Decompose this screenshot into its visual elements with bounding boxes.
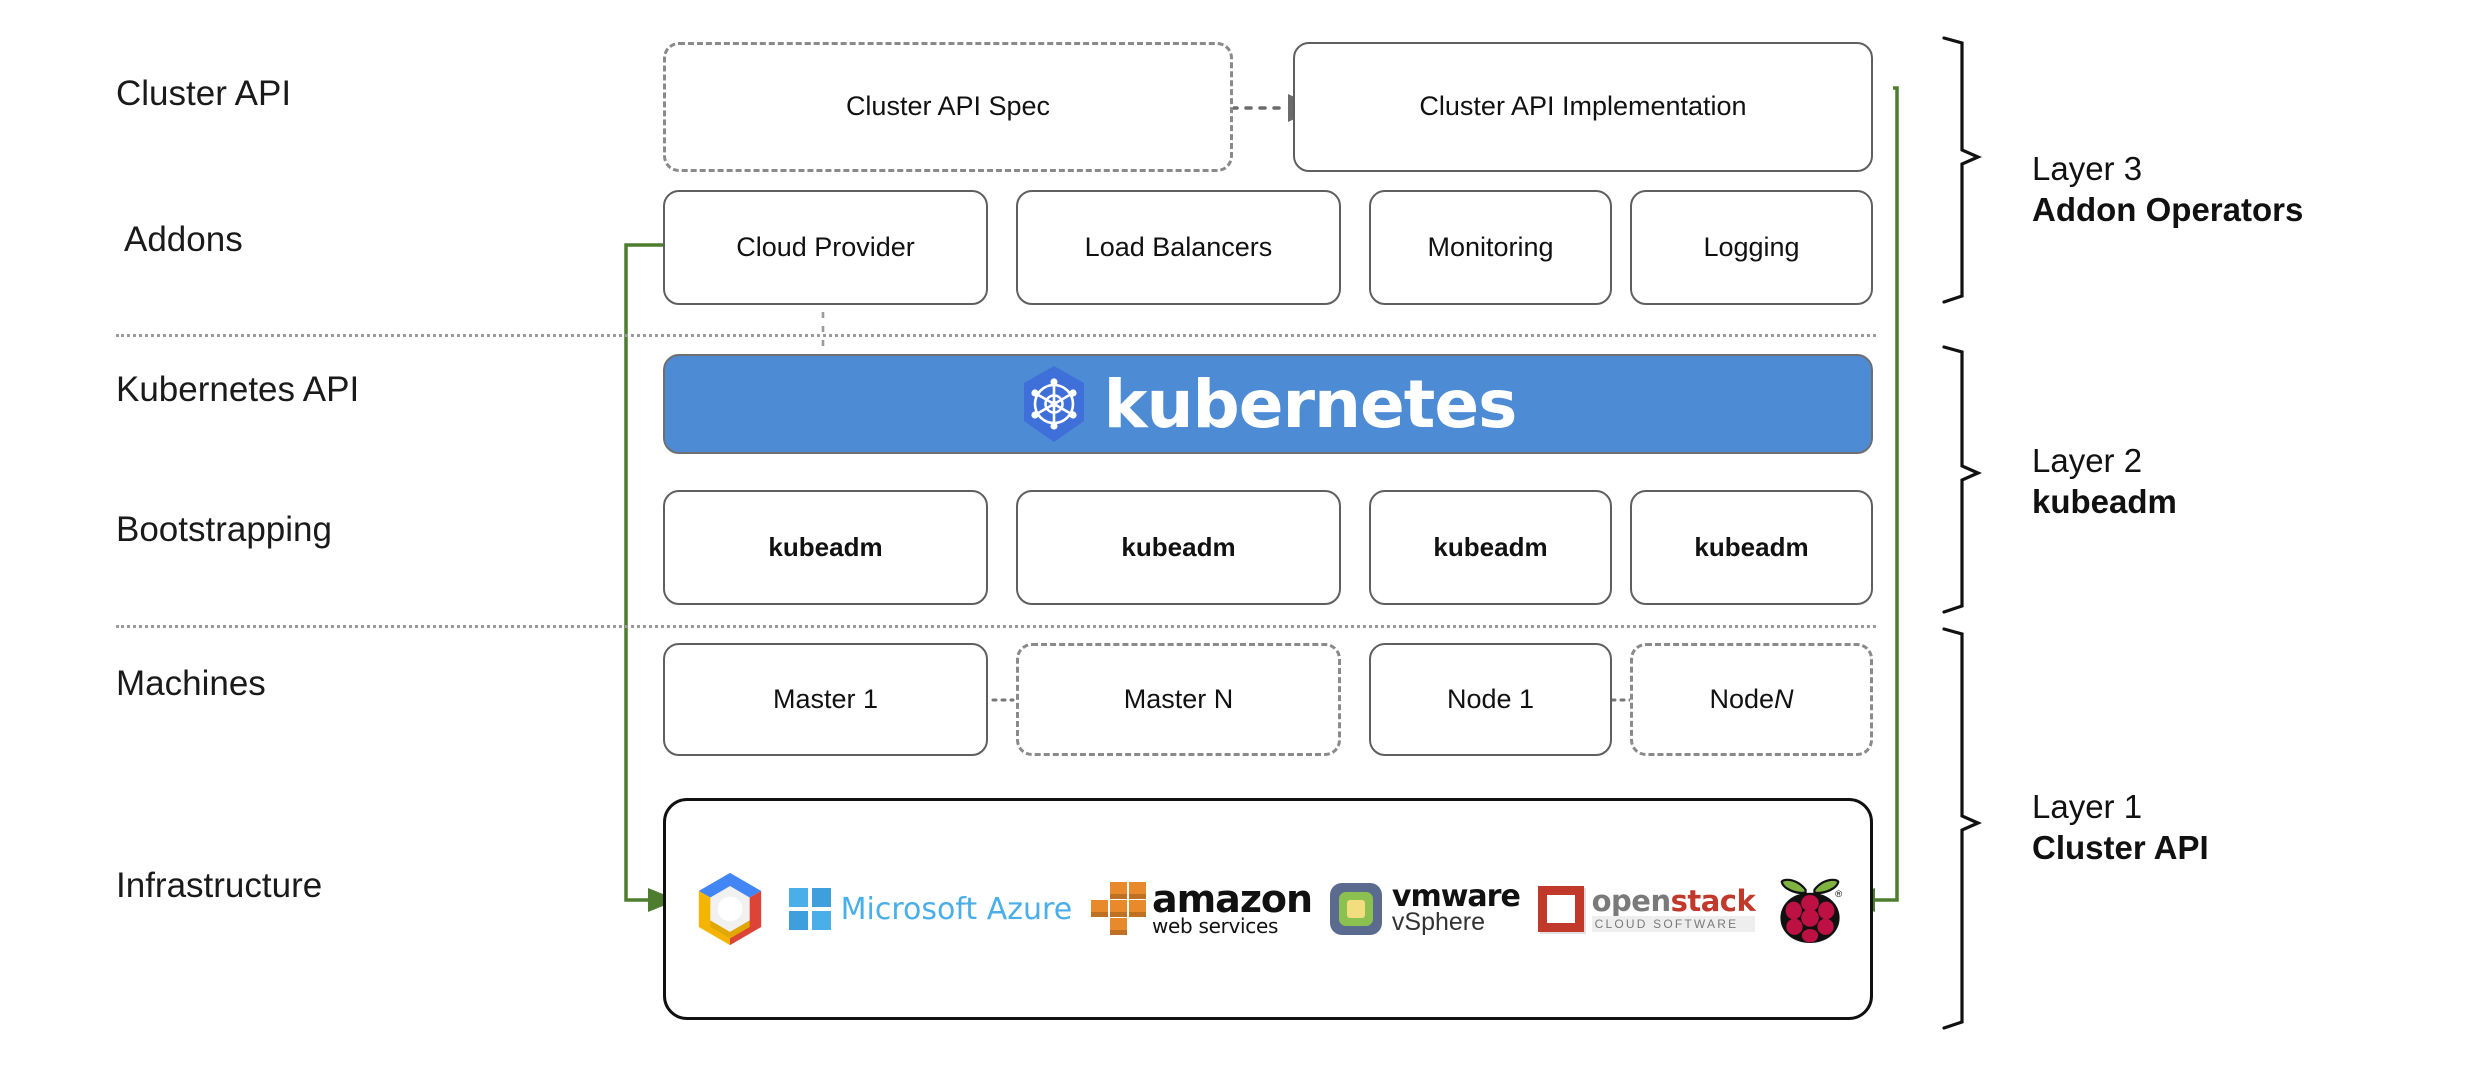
aws-wordmark-secondary: web services: [1151, 914, 1279, 939]
openstack-wordmark-stack: stack: [1670, 883, 1756, 918]
provider-logo-google-cloud[interactable]: [689, 868, 771, 950]
brace-layer-3: [1942, 36, 1982, 304]
row-label-infrastructure: Infrastructure: [116, 866, 323, 905]
row-label-addons: Addons: [124, 220, 243, 259]
provider-logo-openstack[interactable]: openstack CLOUD SOFTWARE: [1537, 883, 1756, 932]
row-label-bootstrapping: Bootstrapping: [116, 510, 332, 549]
addon-box-monitoring[interactable]: Monitoring: [1369, 190, 1612, 305]
provider-logo-aws[interactable]: amazon web services: [1090, 877, 1313, 939]
vsphere-wordmark: vSphere: [1391, 908, 1486, 937]
layer-separator-3-2: [116, 334, 1876, 337]
layer-caption-2-name: kubeadm: [2032, 483, 2177, 521]
machine-box-node-n[interactable]: Node N: [1630, 643, 1873, 756]
kubernetes-banner[interactable]: kubernetes: [663, 354, 1873, 454]
addon-box-cloud-provider[interactable]: Cloud Provider: [663, 190, 988, 305]
row-label-kubernetes-api: Kubernetes API: [116, 370, 360, 409]
addon-box-load-balancers[interactable]: Load Balancers: [1016, 190, 1341, 305]
addon-box-logging[interactable]: Logging: [1630, 190, 1873, 305]
kubeadm-box-4[interactable]: kubeadm: [1630, 490, 1873, 605]
openstack-tagline: CLOUD SOFTWARE: [1591, 915, 1756, 932]
openstack-icon: [1537, 886, 1584, 932]
azure-wordmark: Microsoft Azure: [840, 891, 1073, 927]
provider-logo-microsoft-azure[interactable]: Microsoft Azure: [788, 888, 1073, 930]
brace-layer-1: [1942, 627, 1982, 1030]
machine-box-node-n-italic: N: [1774, 683, 1794, 714]
vmware-icon: [1329, 883, 1382, 935]
layer-caption-1: Layer 1 Cluster API: [2032, 786, 2209, 869]
cluster-api-implementation-box[interactable]: Cluster API Implementation: [1293, 42, 1873, 172]
row-label-cluster-api: Cluster API: [116, 74, 292, 113]
layer-caption-3-name: Addon Operators: [2032, 191, 2304, 229]
layer-caption-3-prefix: Layer 3: [2032, 150, 2143, 187]
machine-box-node-n-label: Node: [1709, 683, 1775, 714]
aws-wordmark-primary: amazon: [1151, 877, 1313, 922]
provider-logo-raspberry-pi[interactable]: ®: [1773, 872, 1847, 946]
brace-layer-2: [1942, 345, 1982, 614]
cluster-api-spec-box[interactable]: Cluster API Spec: [663, 42, 1233, 172]
infrastructure-provider-logos: Microsoft Azure amazon web services: [680, 798, 1856, 1020]
layer-caption-2-prefix: Layer 2: [2032, 442, 2143, 479]
kubernetes-helm-wheel-icon: [1023, 366, 1084, 442]
openstack-wordmark-open: open: [1591, 883, 1672, 918]
google-cloud-hexagon-icon: [698, 872, 762, 946]
infrastructure-box[interactable]: [663, 798, 1873, 1020]
machine-box-master-1[interactable]: Master 1: [663, 643, 988, 756]
kubeadm-box-2[interactable]: kubeadm: [1016, 490, 1341, 605]
layer-separator-2-1: [116, 625, 1876, 628]
layer-caption-1-name: Cluster API: [2032, 829, 2209, 867]
layer-caption-2: Layer 2 kubeadm: [2032, 440, 2177, 523]
raspberry-pi-icon: ®: [1780, 878, 1842, 944]
layer-caption-1-prefix: Layer 1: [2032, 788, 2143, 825]
layer-caption-3: Layer 3 Addon Operators: [2032, 148, 2303, 231]
kubeadm-box-3[interactable]: kubeadm: [1369, 490, 1612, 605]
vmware-wordmark: vmware: [1391, 878, 1521, 914]
provider-logo-vmware-vsphere[interactable]: vmware vSphere: [1329, 878, 1521, 937]
kubernetes-wordmark: kubernetes: [1103, 365, 1518, 443]
microsoft-windows-icon: [788, 888, 831, 930]
machine-box-master-n[interactable]: Master N: [1016, 643, 1341, 756]
kubeadm-box-1[interactable]: kubeadm: [663, 490, 988, 605]
aws-cubes-icon: [1090, 882, 1146, 936]
svg-text:®: ®: [1835, 889, 1842, 900]
machine-box-node-1[interactable]: Node 1: [1369, 643, 1612, 756]
row-label-machines: Machines: [116, 664, 266, 703]
